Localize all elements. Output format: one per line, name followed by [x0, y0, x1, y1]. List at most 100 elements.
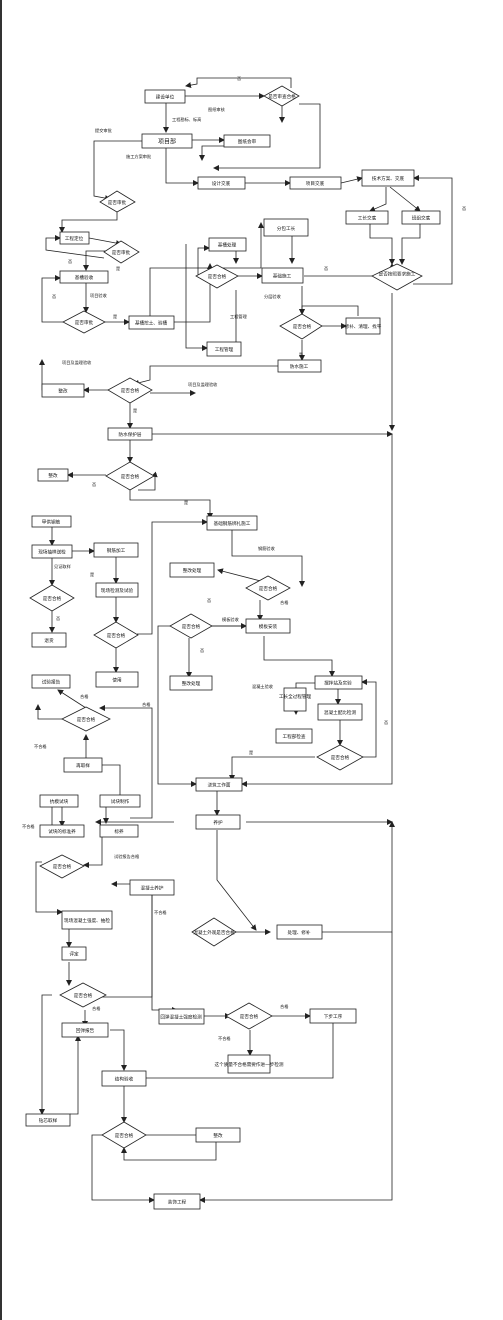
label-moban-yanshou: 模板验收: [222, 616, 240, 623]
node-shifou-hege13: 是否合格: [101, 1121, 147, 1149]
label-shi2: 是: [113, 314, 118, 320]
label-xiangmu-jiaodi: 否: [462, 206, 466, 212]
node-gongzhang-gl: 工长全过程管理: [279, 687, 311, 712]
svg-text:浇筑工作面: 浇筑工作面: [208, 782, 231, 789]
svg-text:技术方案、交底: 技术方案、交底: [372, 175, 405, 182]
node-moban-anzhuang: 模板安装: [245, 618, 291, 634]
node-hunningtu-kaohe: 混凝土配比检测: [317, 703, 363, 721]
label-jiandu-quyang: 见证取样: [54, 563, 71, 570]
label-fou5: 否: [92, 482, 96, 488]
label-fou9: 否: [384, 720, 388, 726]
svg-text:建设单位: 建设单位: [156, 94, 175, 101]
node-sheji-jiaodi: 设计交底: [197, 176, 246, 190]
label-fou8: 否: [200, 648, 204, 654]
node-shifou-xuyao: 是否审查合格: [263, 85, 300, 107]
node-jiaozhu: 浇筑工作面: [195, 777, 243, 792]
node-yushi-shigong: 基础施工: [261, 267, 304, 284]
node-shifou-hege4: 是否合格: [29, 584, 75, 612]
node-jieguo: 钻芯取样: [25, 1113, 71, 1127]
node-shifou-hege7: 是否合格: [169, 613, 213, 639]
node-kangya-shikuai: 抗模试块: [39, 794, 79, 808]
edges: [35, 77, 453, 1203]
label-hege3: 合格: [80, 693, 89, 700]
label-gongcheng-guanli: 工程管理: [230, 313, 248, 320]
node-gangjin-jinchang: 甲供钢筋: [31, 515, 72, 528]
label-buhege4: 不合格: [218, 1035, 231, 1042]
label-hunningtu: 混凝土验收: [252, 683, 274, 690]
svg-text:是否审批: 是否审批: [112, 249, 131, 256]
node-xiangmubu: 项目部: [141, 133, 193, 149]
svg-text:回弹混凝土强度检测: 回弹混凝土强度检测: [160, 1014, 202, 1021]
node-shifou-hege2: 是否合格: [107, 377, 153, 404]
svg-text:是否合格: 是否合格: [240, 1013, 259, 1020]
node-zhenggai1: 整改: [41, 383, 85, 398]
node-xiangmu-jiaodi: 项目交底: [289, 176, 342, 190]
node-jiaoban: 搅拌站及实验: [314, 675, 363, 690]
node-chuli: 处理、修补: [276, 924, 323, 940]
svg-text:防水保护层: 防水保护层: [119, 431, 142, 438]
svg-text:是否合格: 是否合格: [331, 754, 350, 761]
node-pinding: 评定: [61, 946, 87, 961]
svg-text:是否按照要求施工: 是否按照要求施工: [379, 271, 416, 278]
label-shi7: 是: [249, 750, 254, 756]
label-shenpi: 施工方案审批: [126, 153, 152, 160]
label-gangjin-yanshou: 钢筋验收: [258, 545, 276, 552]
svg-text:是否合格: 是否合格: [121, 473, 140, 480]
svg-text:基槽验收: 基槽验收: [75, 274, 94, 281]
svg-text:试验报告: 试验报告: [42, 679, 61, 686]
node-shifou-hege11: 是否合格: [59, 982, 107, 1008]
svg-text:标养: 标养: [114, 828, 124, 835]
svg-text:养护: 养护: [213, 819, 223, 826]
svg-text:工程管理: 工程管理: [215, 346, 234, 353]
label-xiangmu-jiandu: 项目及监理验收: [62, 359, 92, 366]
label-fou4: 否: [324, 266, 328, 272]
svg-text:工长交底: 工长交底: [358, 215, 377, 222]
svg-text:整改: 整改: [213, 1132, 223, 1139]
node-jicao-yanshou: 基槽验收: [59, 270, 109, 284]
node-biaoyang: 标养: [99, 824, 139, 838]
node-shiyan-biaoyang: 试块的标准养: [39, 824, 85, 838]
node-shifou-hege12: 是否合格: [225, 1002, 273, 1030]
label-buhege2: 不合格: [22, 823, 35, 830]
node-shifou-hege1: 是否合格: [195, 264, 239, 289]
node-fenceng: 是否合格: [279, 313, 323, 340]
svg-text:结构验收: 结构验收: [115, 1076, 134, 1083]
node-gongcheng-dingwei: 工程定位: [59, 231, 90, 245]
svg-text:钢筋加工: 钢筋加工: [107, 547, 126, 554]
label-fou3: 否: [52, 294, 56, 300]
node-shifou-hege5: 是否合格: [93, 621, 139, 649]
svg-text:项目交底: 项目交底: [306, 180, 325, 187]
label-fou1: 否: [237, 76, 241, 82]
svg-text:混凝土养护: 混凝土养护: [141, 885, 164, 892]
label-shi4: 是: [133, 408, 138, 414]
node-fangshui: 防水施工: [277, 359, 322, 373]
label-xiangmu-yanshou: 项目验收: [90, 292, 108, 299]
node-shiyong: 使用: [95, 671, 139, 688]
node-zhenggai2: 整改: [37, 468, 69, 482]
label-hege1: 合格: [280, 599, 289, 606]
node-hezuo: 这个质量不合格需要作进一步检测: [215, 1054, 284, 1074]
svg-text:是否合格: 是否合格: [121, 387, 140, 394]
node-shifou-hege9: 是否合格: [61, 706, 111, 732]
svg-text:基槽处理: 基槽处理: [218, 242, 237, 249]
svg-text:退货: 退货: [44, 637, 54, 644]
node-xiuhu: 修补、清理、找平: [345, 317, 382, 335]
svg-text:是否合格: 是否合格: [208, 273, 227, 280]
label-buhege3: 不合格: [154, 909, 167, 916]
node-zhenggai-chuli: 整改处理: [169, 562, 215, 578]
node-ji-shenpi: 是否审批: [103, 240, 140, 264]
svg-text:整改处理: 整改处理: [183, 567, 202, 574]
svg-text:整改: 整改: [58, 388, 68, 395]
svg-text:图纸会审: 图纸会审: [238, 138, 257, 145]
label-buhege1: 不合格: [34, 743, 47, 750]
svg-text:工程定位: 工程定位: [65, 235, 84, 242]
svg-text:模板安装: 模板安装: [259, 623, 278, 630]
node-shiyan-zhizuo: 试块制作: [99, 794, 141, 808]
node-shifou-jishu: 混凝土外观是否合格: [191, 917, 237, 947]
svg-text:防水施工: 防水施工: [290, 363, 309, 370]
svg-text:整改处理: 整改处理: [182, 680, 201, 687]
node-hunningtu-jiance: 回弹混凝土强度检测: [158, 1008, 205, 1025]
svg-text:项目部: 项目部: [158, 138, 176, 146]
node-gongcheng-jiancha: 工程部检查: [275, 728, 313, 744]
label-shiyan-baogao: 试验报告合格: [114, 853, 140, 860]
